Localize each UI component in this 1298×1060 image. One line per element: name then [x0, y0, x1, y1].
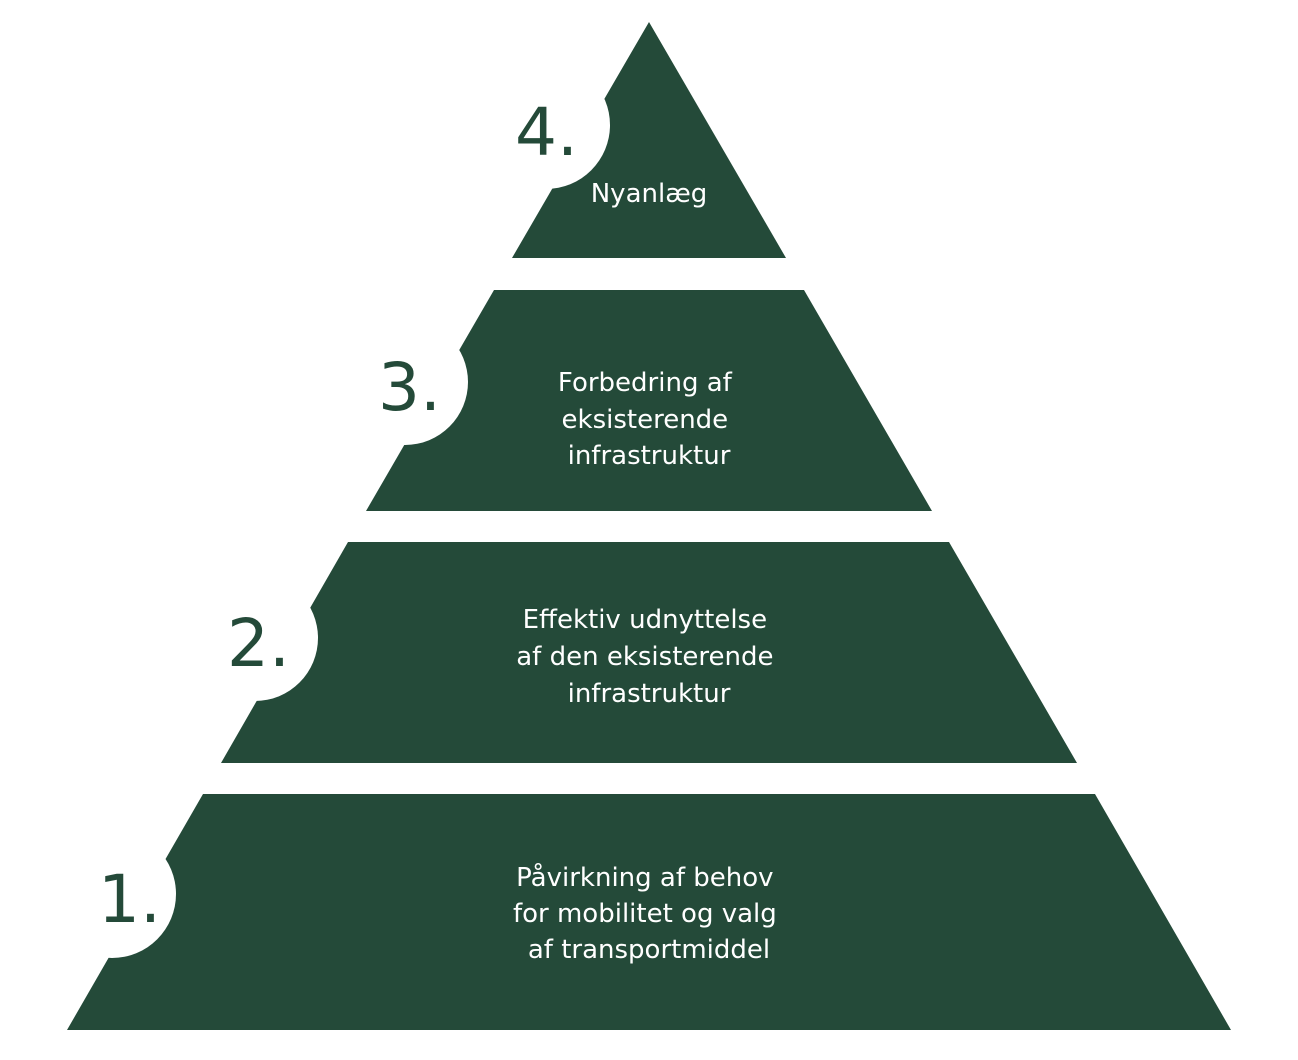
tier-1-label-line: Påvirkning af behov: [516, 862, 773, 893]
tier-3-number: 3.: [378, 349, 441, 426]
tier-4-shape: [512, 22, 786, 258]
tier-1-label-line: for mobilitet og valg: [513, 899, 777, 929]
tier-1-label: Påvirkning af behov for mobilitet og val…: [513, 862, 785, 965]
tier-4-label: Nyanlæg: [591, 179, 708, 209]
tier-2-label-line: infrastruktur: [568, 679, 731, 709]
tier-3-shape: [366, 290, 932, 511]
tier-2-number: 2.: [227, 605, 290, 682]
tier-4-number: 4.: [515, 94, 578, 171]
tier-2: 2. Effektiv udnyttelse af den eksisteren…: [221, 542, 1077, 763]
tier-3-label-line: infrastruktur: [568, 441, 731, 471]
tier-3-label: Forbedring af eksisterende infrastruktur: [558, 368, 740, 471]
tier-4-label-line: Nyanlæg: [591, 179, 708, 209]
tier-3: 3. Forbedring af eksisterende infrastruk…: [366, 290, 932, 511]
tier-3-label-line: Forbedring af: [558, 368, 733, 398]
tier-1-label-line: af transportmiddel: [528, 935, 770, 965]
tier-2-label-line: af den eksisterende: [516, 642, 773, 672]
tier-1: 1. Påvirkning af behov for mobilitet og …: [67, 794, 1231, 1030]
tier-2-shape: [221, 542, 1077, 763]
tier-1-number: 1.: [98, 861, 161, 938]
tier-2-label: Effektiv udnyttelse af den eksisterende …: [516, 605, 782, 709]
tier-2-label-line: Effektiv udnyttelse: [523, 605, 767, 635]
tier-3-label-line: eksisterende: [562, 405, 729, 435]
tier-4: 4. Nyanlæg: [512, 22, 786, 258]
tier-1-shape: [67, 794, 1231, 1030]
